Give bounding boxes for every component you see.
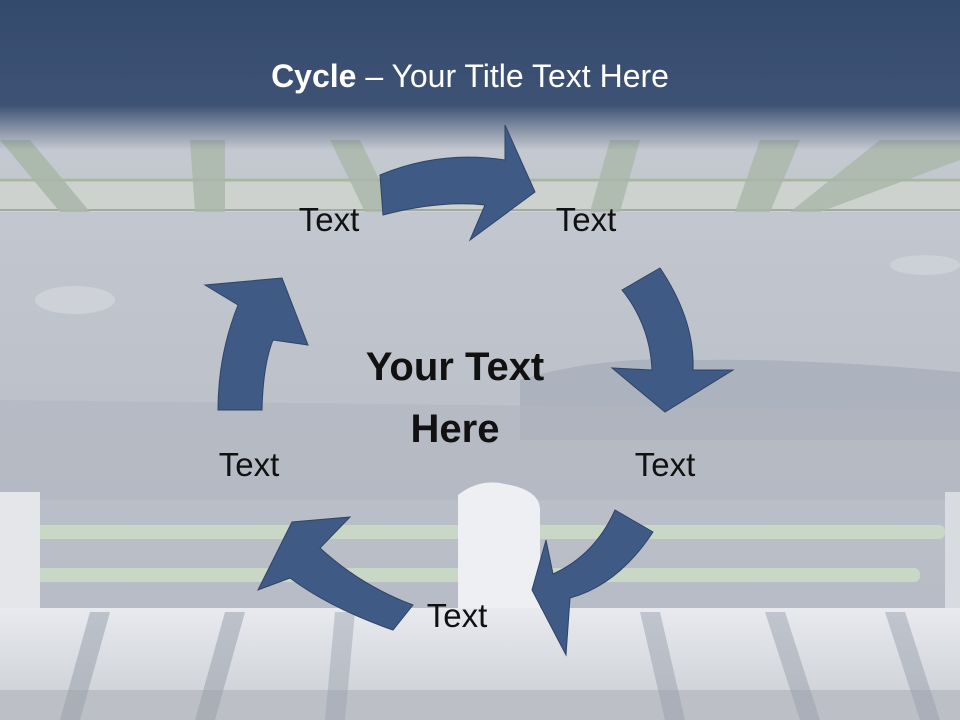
cycle-step-label-1: Text — [298, 201, 360, 238]
cycle-arrow-2 — [610, 267, 735, 413]
cycle-arrow-1 — [379, 124, 536, 242]
slide-title: Cycle – Your Title Text Here — [0, 52, 940, 100]
cycle-step-label-2: Text — [555, 201, 617, 238]
cycle-arrow-3 — [531, 509, 654, 657]
cycle-arrow-5 — [203, 277, 309, 411]
center-text: Your Text Here — [365, 345, 545, 451]
cycle-step-label-3: Text — [634, 446, 696, 483]
slide-title-bold: Cycle — [271, 58, 357, 94]
slide-title-rest: – Your Title Text Here — [356, 58, 669, 94]
cycle-step-label-4: Text — [426, 597, 488, 634]
cycle-step-label-5: Text — [218, 446, 280, 483]
cycle-arrow-4 — [256, 516, 414, 631]
